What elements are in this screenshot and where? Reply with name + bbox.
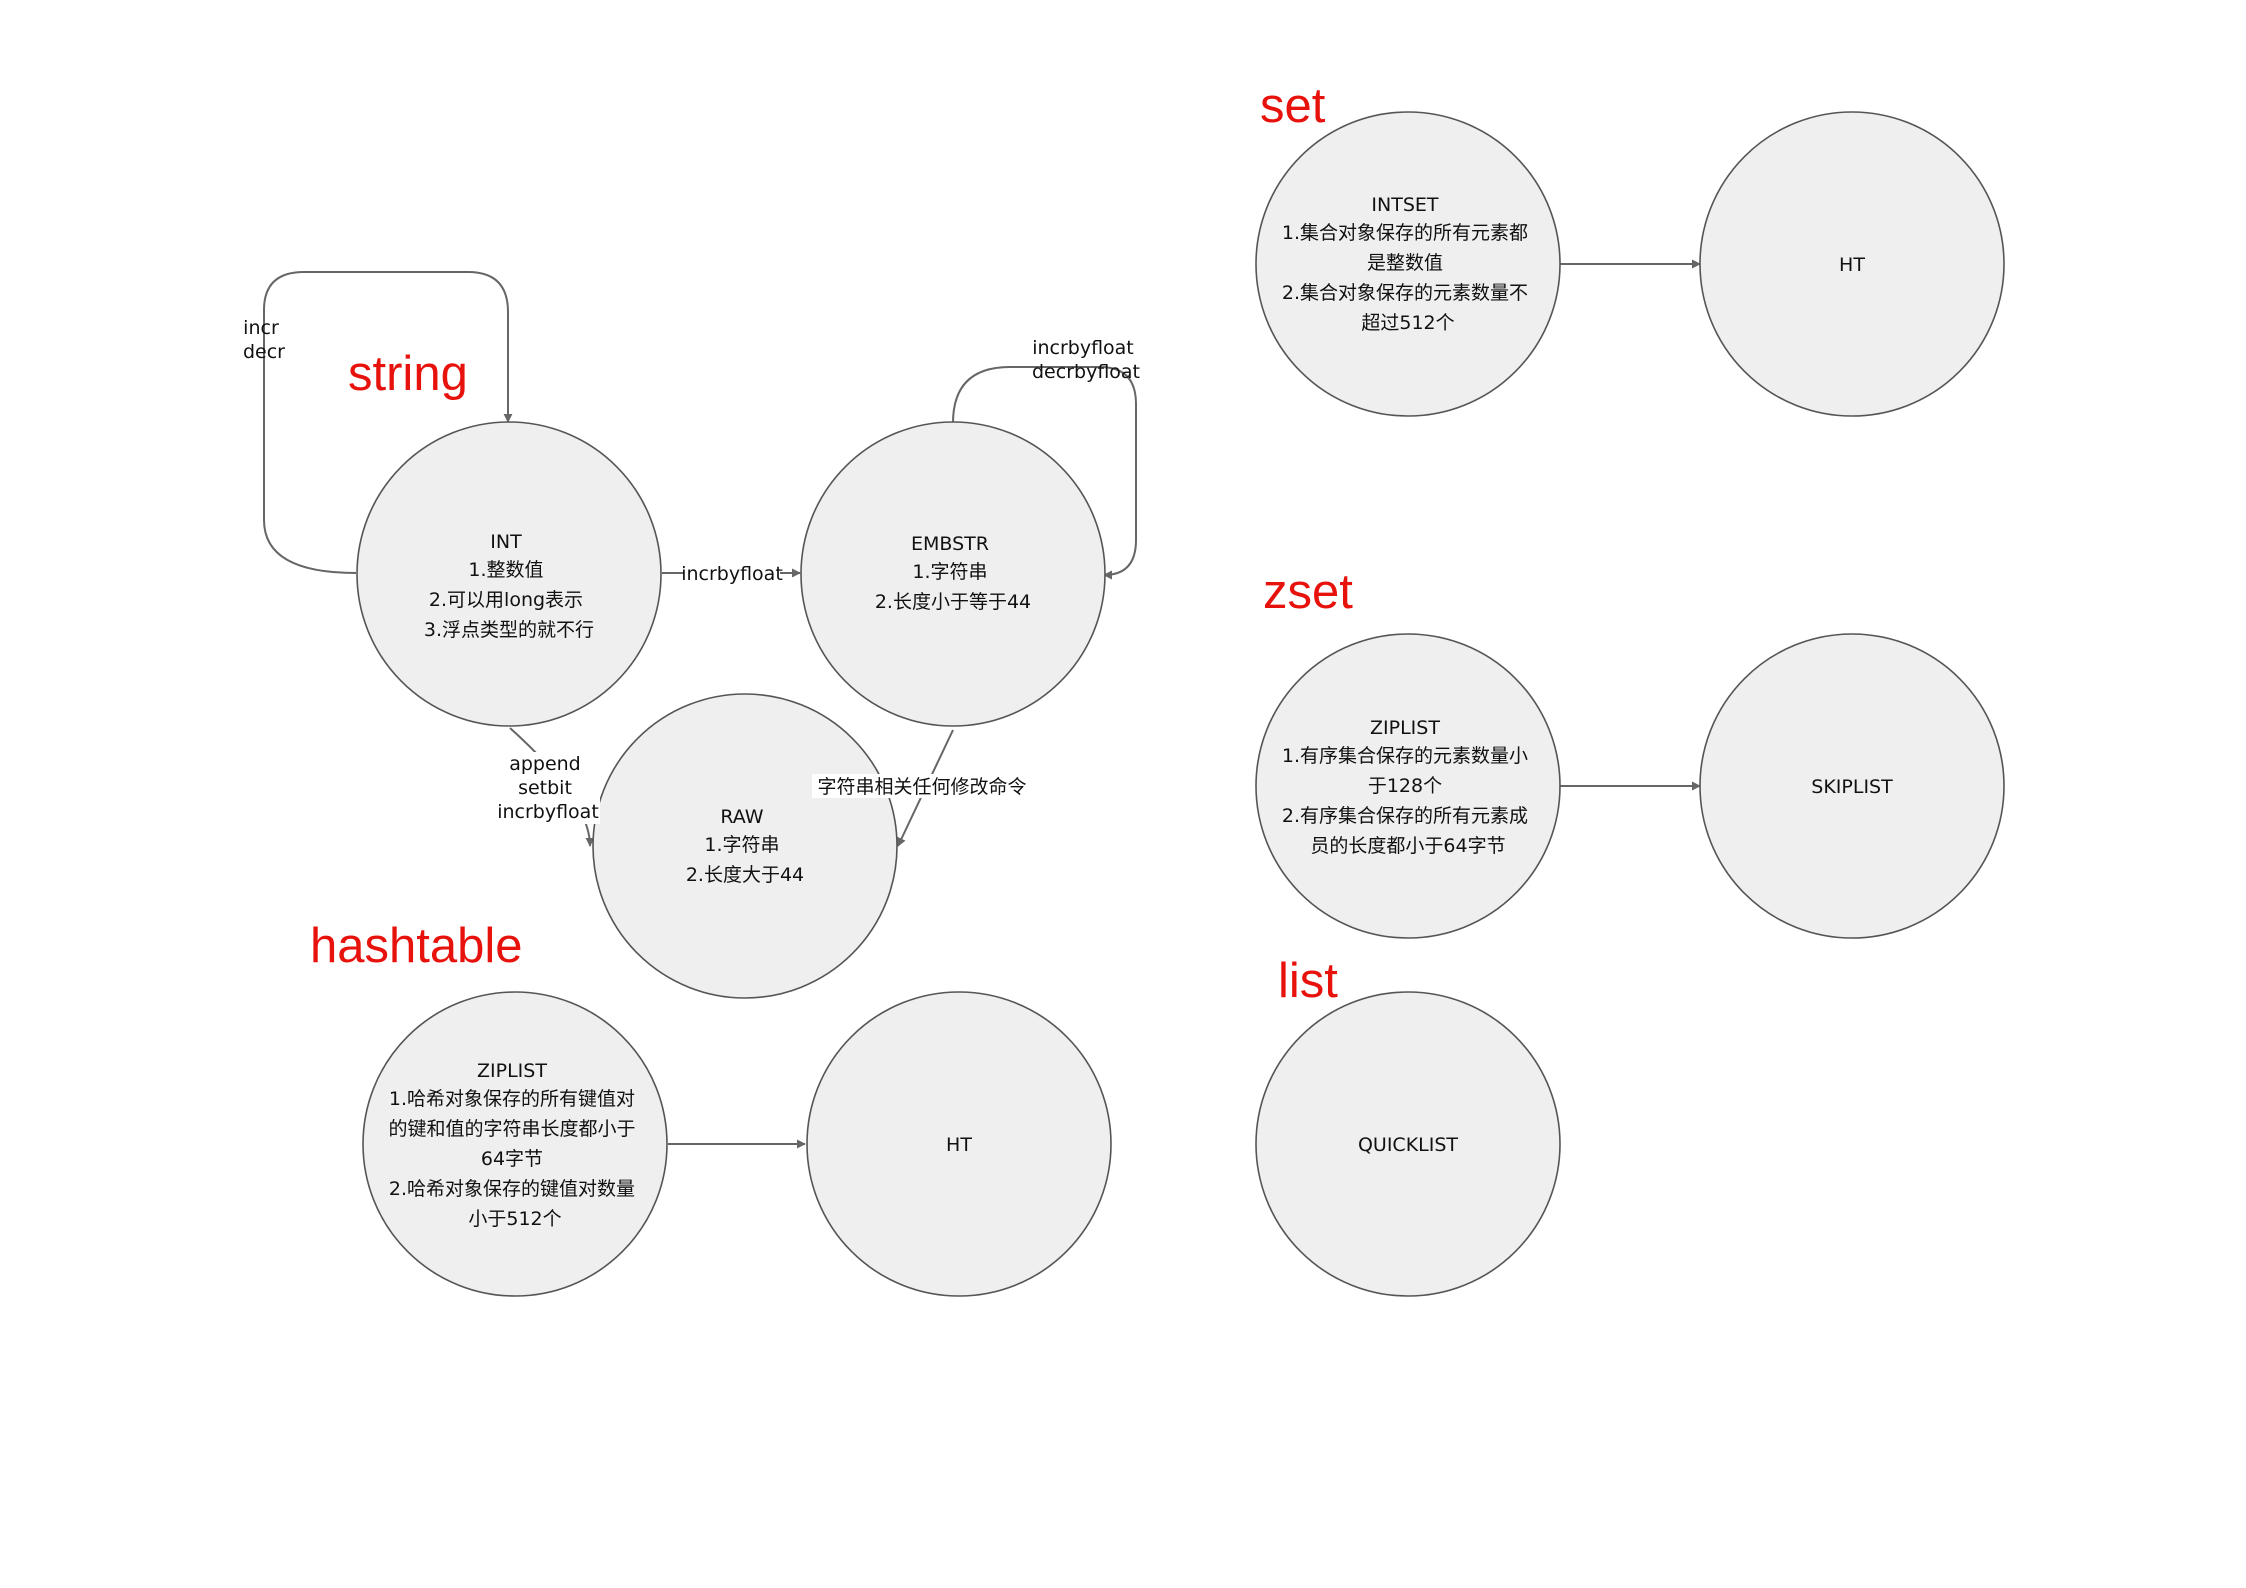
section-title-set: set — [1260, 79, 1326, 133]
node-skiplist — [1699, 633, 2005, 939]
node-zset-ziplist — [1255, 633, 1561, 939]
node-hash-ht-label: HT — [946, 1134, 972, 1156]
node-raw-label: RAW 1.字符串 2.长度大于44 — [686, 806, 804, 886]
node-raw — [592, 693, 898, 999]
section-title-zset: zset — [1263, 565, 1353, 619]
nodes-layer — [356, 111, 2005, 1297]
node-embstr-label: EMBSTR 1.字符串 2.长度小于等于44 — [875, 533, 1031, 613]
node-set-ht — [1699, 111, 2005, 417]
node-skiplist-label: SKIPLIST — [1811, 776, 1893, 798]
node-zset-ziplist-label: ZIPLIST 1.有序集合保存的元素数量小 于128个 2.有序集合保存的所有… — [1282, 717, 1534, 857]
edge-embstr-self-loop — [952, 366, 1137, 580]
node-set-ht-label: HT — [1839, 254, 1865, 276]
node-intset-label: INTSET 1.集合对象保存的所有元素都 是整数值 2.集合对象保存的元素数量… — [1282, 194, 1534, 334]
edge-label-int-to-embstr: incrbyfloat — [681, 563, 783, 585]
section-title-string: string — [348, 347, 468, 401]
node-text-layer: INT 1.整数值 2.可以用long表示 3.浮点类型的就不行 EMBSTR … — [388, 194, 1893, 1230]
node-int-label: INT 1.整数值 2.可以用long表示 3.浮点类型的就不行 — [424, 531, 594, 641]
edge-labels-layer: incr decr incrbyfloat incrbyfloat decrby… — [243, 317, 1140, 824]
edge-label-int-to-raw: append setbit incrbyfloat — [497, 753, 599, 823]
edge-int-self-loop — [263, 271, 513, 574]
node-embstr — [800, 421, 1106, 727]
section-title-hashtable: hashtable — [310, 919, 523, 973]
section-title-list: list — [1278, 954, 1338, 1008]
node-hash-ziplist — [362, 991, 668, 1297]
edge-label-embstr-to-raw: 字符串相关任何修改命令 — [817, 776, 1026, 798]
node-quicklist — [1255, 991, 1561, 1297]
node-hash-ht — [806, 991, 1112, 1297]
node-intset — [1255, 111, 1561, 417]
node-quicklist-label: QUICKLIST — [1358, 1134, 1458, 1156]
edge-label-int-self: incr decr — [243, 317, 285, 363]
edge-label-embstr-self: incrbyfloat decrbyfloat — [1032, 337, 1140, 383]
node-hash-ziplist-label: ZIPLIST 1.哈希对象保存的所有键值对 的键和值的字符串长度都小于 64字… — [388, 1060, 641, 1230]
node-int — [356, 421, 662, 727]
